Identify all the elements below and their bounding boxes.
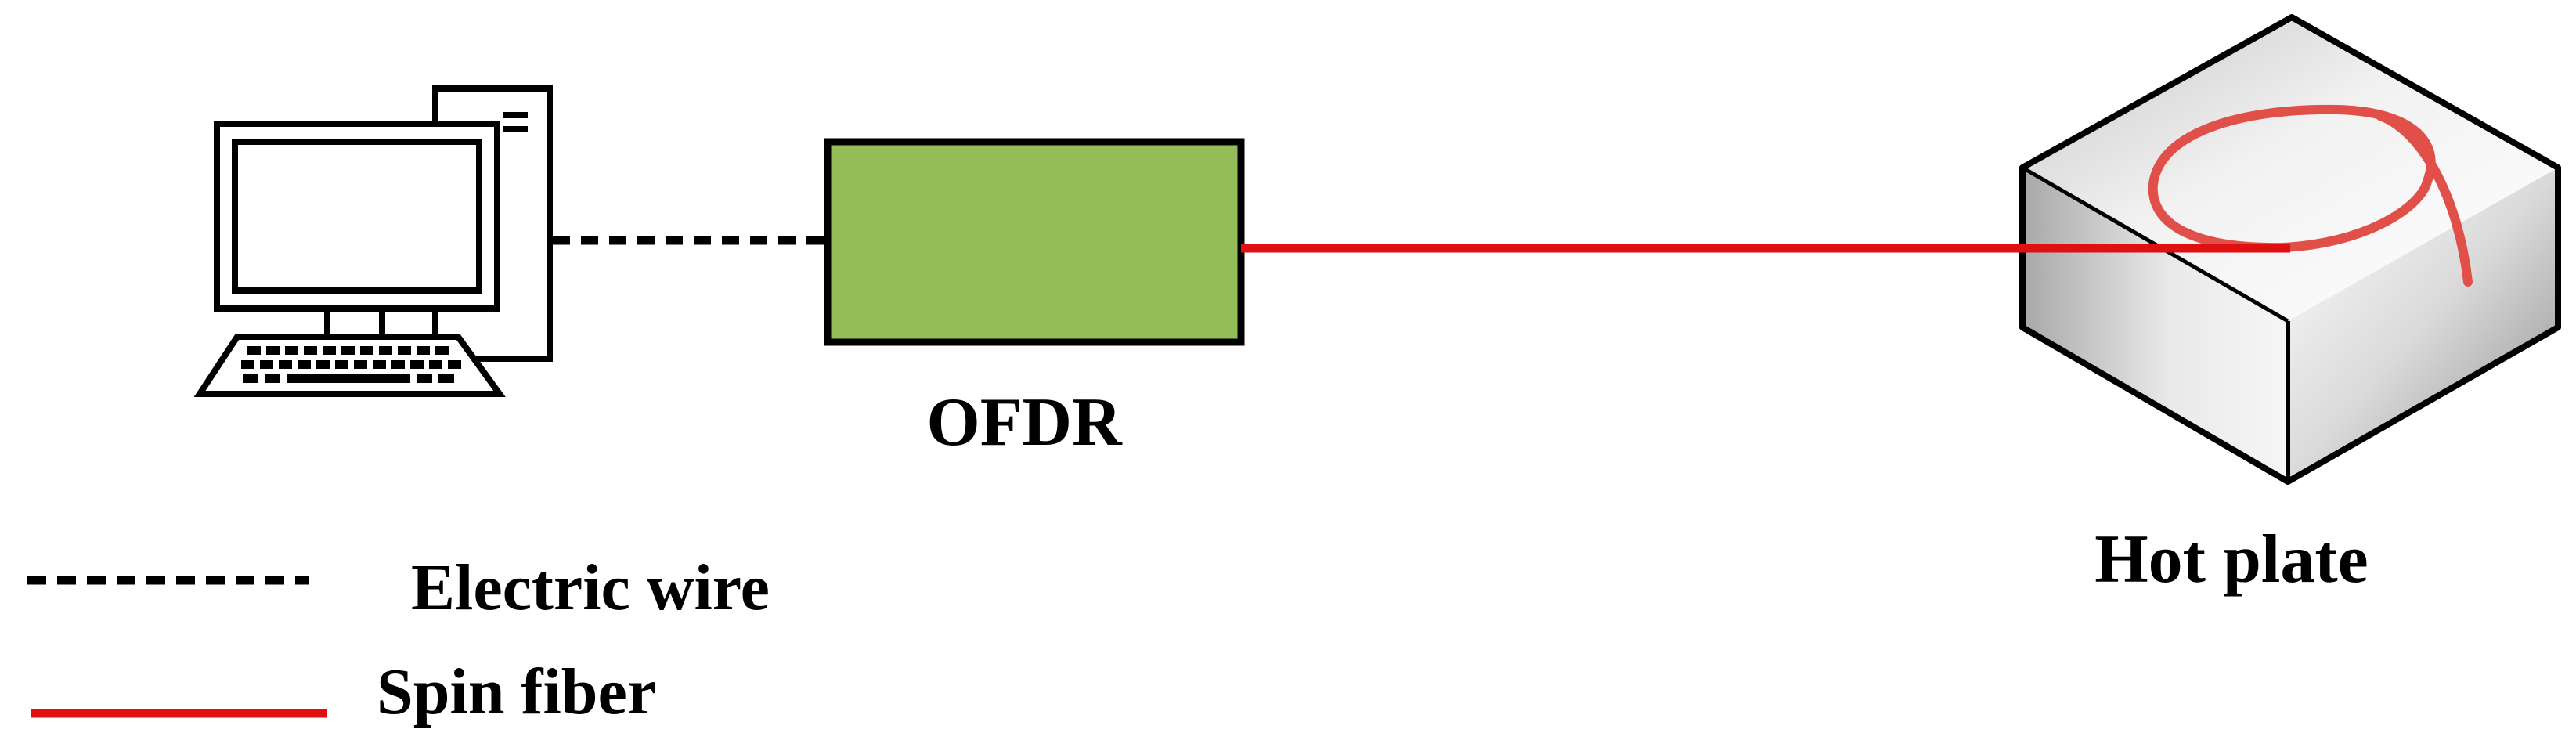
ofdr-box [824,138,1245,346]
legend: Electric wire Spin fiber [27,551,770,728]
computer-monitor-icon [214,121,500,312]
legend-item-spin-fiber: Spin fiber [31,655,656,728]
legend-item-electric-wire: Electric wire [27,551,770,624]
legend-label-electric-wire: Electric wire [411,551,770,624]
desktop-computer-icon [193,85,553,397]
ofdr-label: OFDR [926,385,1123,460]
hot-plate-label: Hot plate [2094,522,2369,598]
legend-label-spin-fiber: Spin fiber [377,655,656,728]
fiber-coil [2148,104,2473,287]
